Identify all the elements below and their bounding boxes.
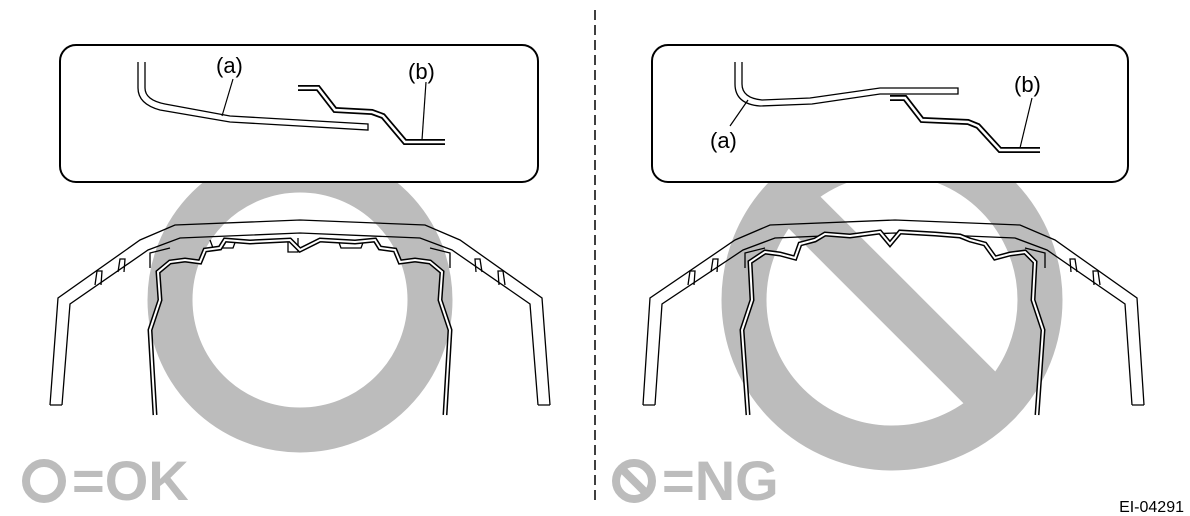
bumper-cross-section-ng <box>642 219 1145 406</box>
ok-legend: =OK <box>22 449 189 512</box>
callout-label-b: (b) <box>408 59 435 84</box>
callout-label-b-ng: (b) <box>1014 72 1041 97</box>
part-a-outline <box>137 62 369 131</box>
leader-line-a <box>221 78 234 117</box>
part-b-outline <box>298 85 445 145</box>
figure-code: EI-04291 <box>1119 499 1184 516</box>
callout-label-a: (a) <box>216 53 243 78</box>
leader-line-a-ng <box>729 99 749 127</box>
inner-panel-structure <box>147 237 453 416</box>
ok-circle-symbol <box>147 147 453 453</box>
detail-callout-box-ng <box>651 44 1129 183</box>
part-b-outline-ng <box>890 95 1040 153</box>
leader-line-b <box>421 81 427 141</box>
ok-panel: (a) (b) =OK <box>22 44 551 512</box>
ng-panel: (a) (b) =NG <box>612 44 1145 512</box>
inner-panel-structure-ng <box>739 229 1046 416</box>
ng-label: =NG <box>662 449 779 512</box>
ng-prohibited-symbol <box>721 129 1063 471</box>
prohibited-icon <box>612 459 656 503</box>
ok-circle-icon <box>22 459 66 503</box>
part-a-outline-ng <box>734 62 959 107</box>
leader-line-b-ng <box>1019 97 1033 149</box>
ng-legend: =NG <box>612 449 779 512</box>
ok-label: =OK <box>72 449 189 512</box>
detail-callout-box <box>59 44 539 183</box>
callout-label-a-ng: (a) <box>710 128 737 153</box>
